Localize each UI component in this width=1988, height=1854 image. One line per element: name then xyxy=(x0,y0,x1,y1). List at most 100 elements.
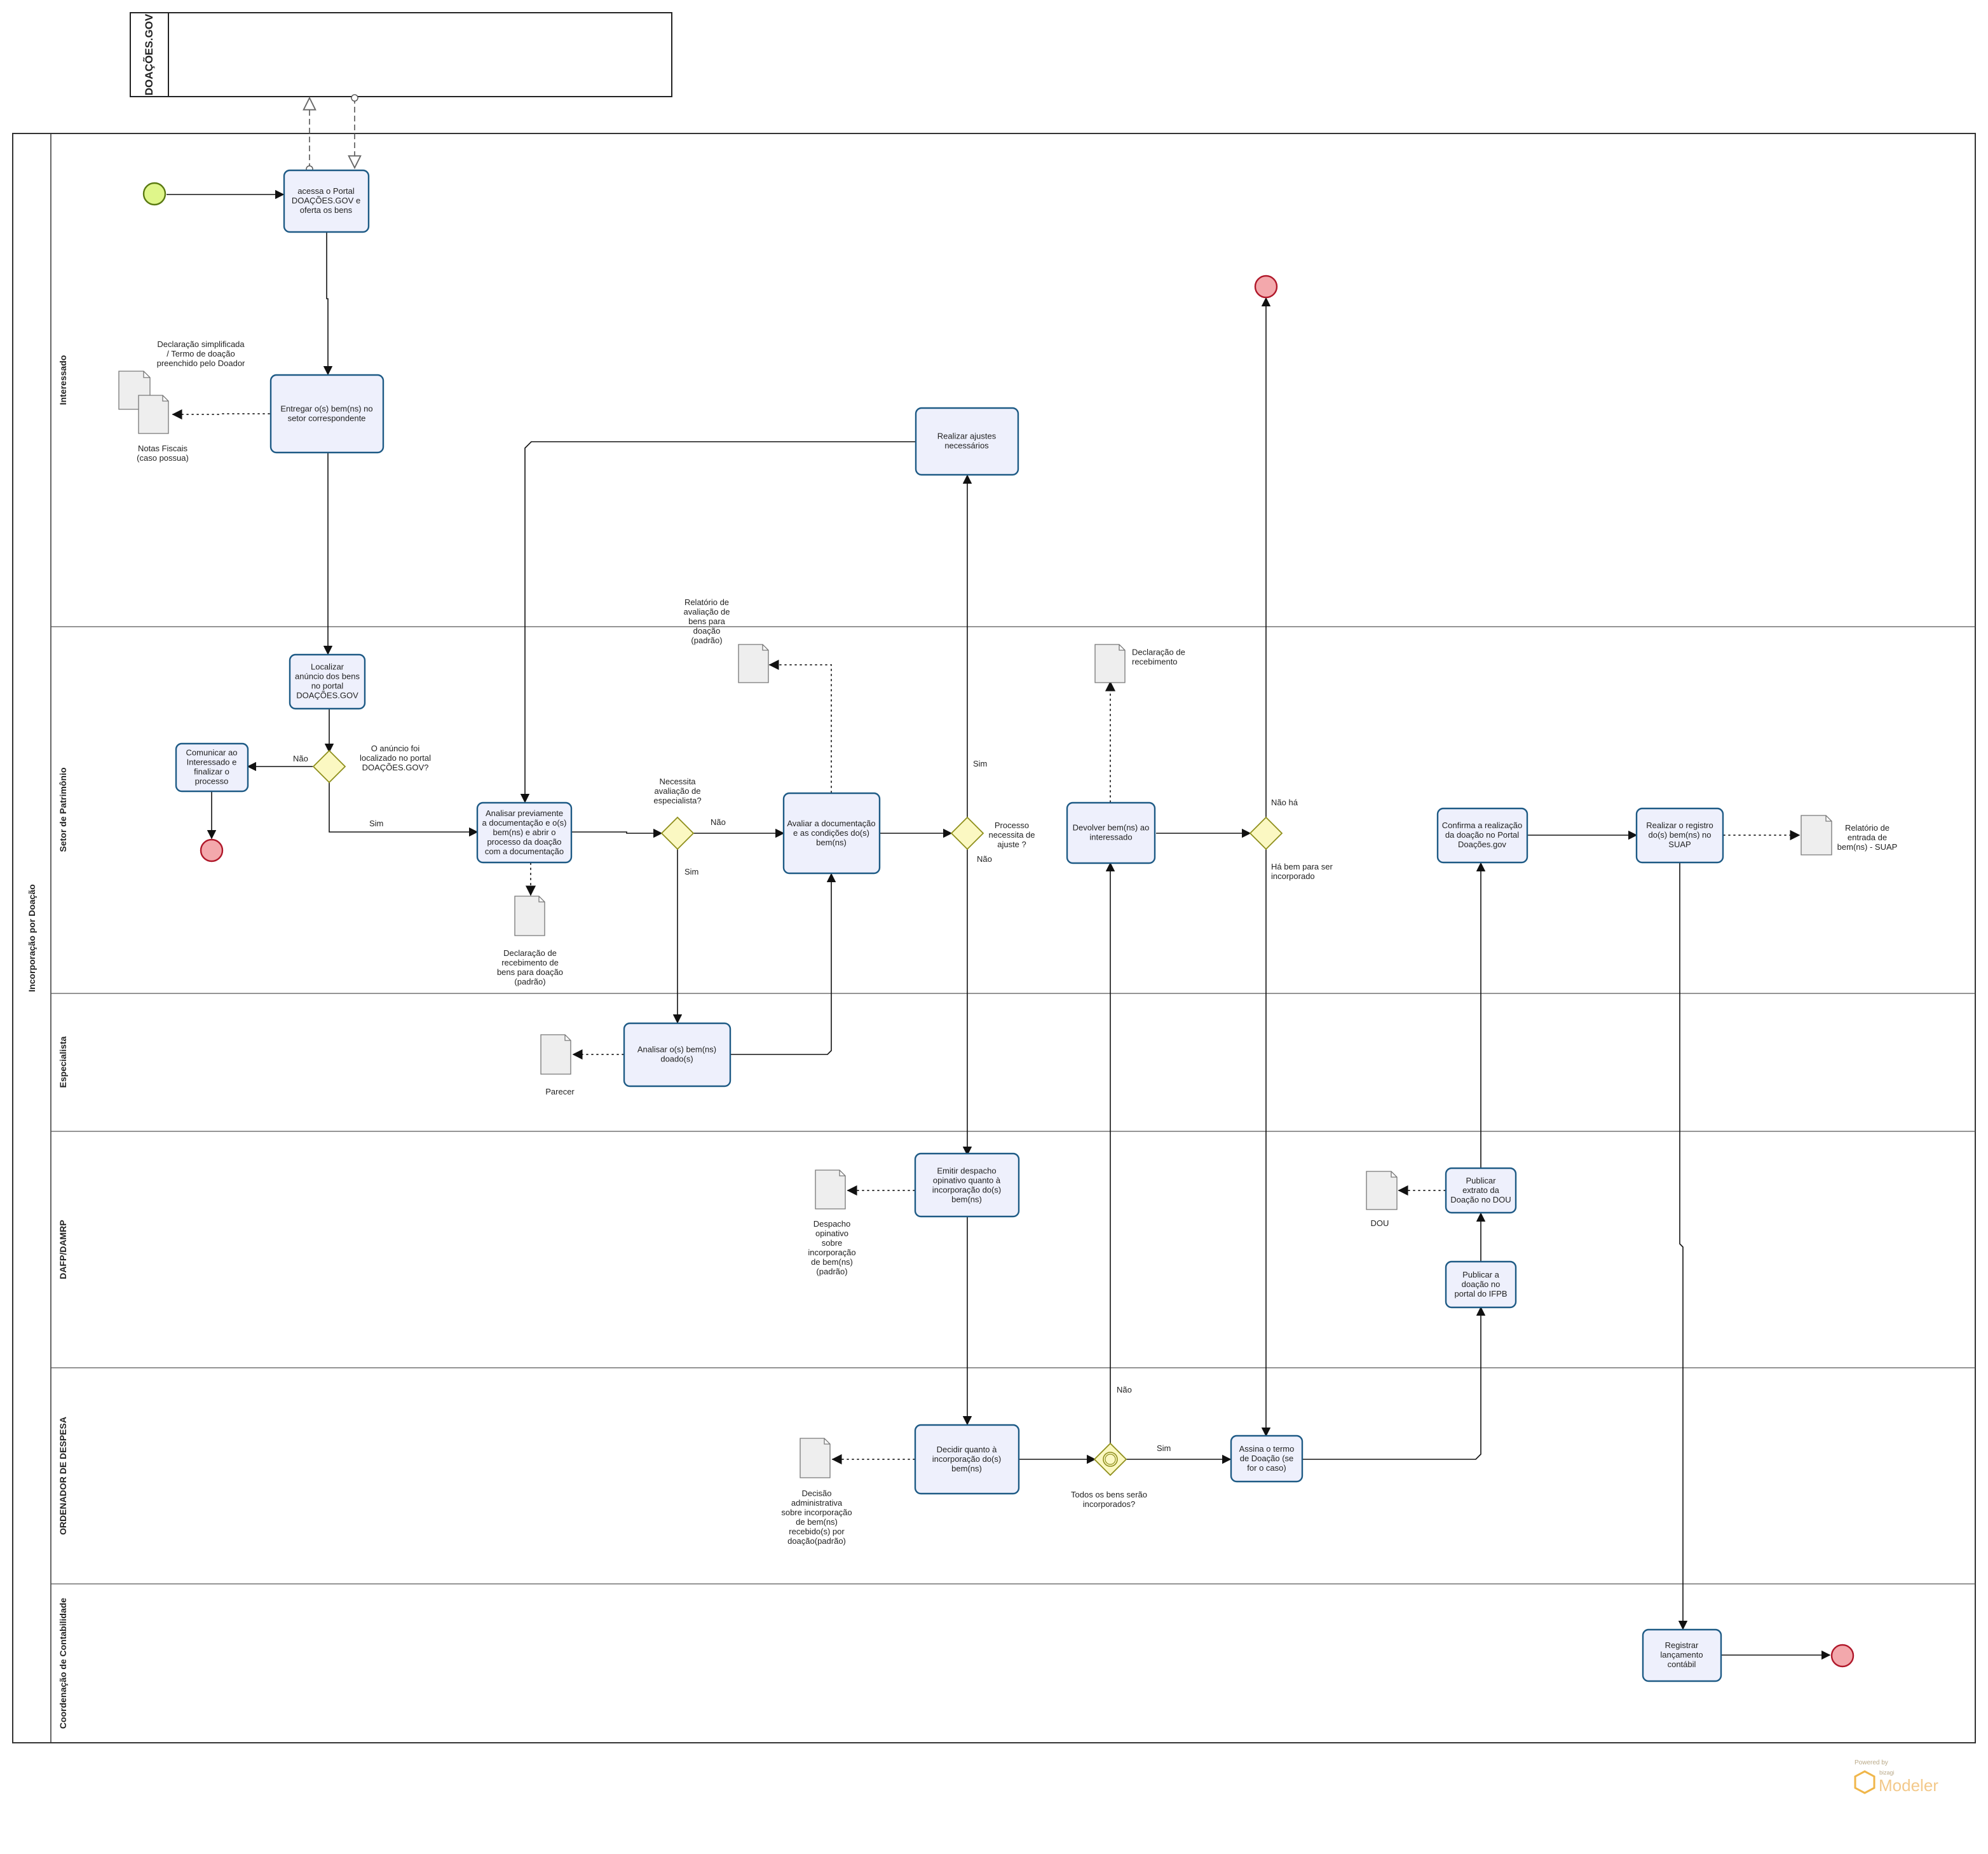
document-label-declaracao-line: preenchido pelo Doador xyxy=(157,358,245,368)
task-localizar[interactable] xyxy=(289,653,366,710)
task-label-emitir-line: Emitir despacho xyxy=(937,1166,996,1176)
start-event[interactable] xyxy=(142,182,167,206)
documents xyxy=(118,371,1832,1478)
task-label-publicar-dou-line: Doação no DOU xyxy=(1450,1195,1511,1204)
end-event-contabil[interactable] xyxy=(1830,1644,1855,1668)
document-label-decl-receb-padrao-line: (padrão) xyxy=(514,977,545,986)
document-label-relatorio-suap-line: entrada de xyxy=(1848,833,1887,842)
task-label-analisar-bens-line: Analisar o(s) bem(ns) xyxy=(637,1045,716,1054)
task-label-analisar-prev-line: Analisar previamente xyxy=(486,808,563,818)
end-event-comunicar[interactable] xyxy=(200,838,224,862)
flow-analisar-bens-to-avaliar xyxy=(731,873,836,1055)
gateway-label-gw-anuncio-line: localizado no portal xyxy=(360,753,431,763)
lane-label-ordenador: ORDENADOR DE DESPESA xyxy=(58,1417,68,1535)
pool-doacoes-gov: DOAÇÕES.GOV xyxy=(130,12,672,97)
task-emitir[interactable] xyxy=(914,1152,1020,1218)
gateway-bem[interactable] xyxy=(1249,816,1283,850)
task-label-publicar-ifpb-line: doação no xyxy=(1462,1279,1501,1289)
document-label-relatorio-suap-line: Relatório de xyxy=(1845,823,1889,833)
gateway-label-gw-todos-line: incorporados? xyxy=(1083,1499,1135,1509)
document-parecer-icon xyxy=(540,1034,571,1075)
document-relatorio-aval-icon xyxy=(738,644,769,683)
document-label-despacho-line: de bem(ns) xyxy=(811,1257,853,1267)
task-decidir[interactable] xyxy=(914,1424,1020,1495)
task-label-comunicar-line: Comunicar ao xyxy=(186,748,238,758)
label-sim-ajuste: Sim xyxy=(973,759,987,768)
task-label-assina-line: for o caso) xyxy=(1247,1463,1286,1473)
gateway-label-gw-anuncio-line: DOAÇÕES.GOV? xyxy=(362,763,429,772)
task-ajustes[interactable] xyxy=(915,407,1019,476)
document-label-decisao-line: de bem(ns) xyxy=(796,1517,838,1527)
document-label-decisao-line: doação(padrão) xyxy=(787,1536,846,1546)
end-event-nao-ha[interactable] xyxy=(1254,275,1278,299)
task-label-publicar-dou-line: Publicar xyxy=(1466,1176,1497,1185)
task-registrar[interactable] xyxy=(1642,1628,1722,1682)
task-label-emitir-line: bem(ns) xyxy=(951,1195,982,1204)
document-label-decl-receb-padrao-line: bens para doação xyxy=(497,967,563,977)
gateway-label-gw-especialista-line: especialista? xyxy=(653,796,701,805)
task-devolver[interactable] xyxy=(1066,801,1156,864)
task-label-devolver-line: Devolver bem(ns) ao xyxy=(1073,823,1150,833)
pool-incorporacao-label: Incorporação por Doação xyxy=(27,884,37,992)
task-acessa[interactable] xyxy=(283,169,370,233)
task-entregar[interactable] xyxy=(269,374,385,454)
watermark-brand-small: bizagi xyxy=(1879,1769,1895,1776)
task-label-comunicar-line: finalizar o xyxy=(194,767,229,777)
document-label-decl-receb-padrao-line: Declaração de xyxy=(503,948,557,958)
task-label-entregar-line: Entregar o(s) bem(ns) no xyxy=(280,404,372,414)
task-label-publicar-ifpb-line: portal do IFPB xyxy=(1454,1289,1507,1298)
task-label-devolver-line: interessado xyxy=(1089,833,1132,842)
task-label-localizar-line: no portal xyxy=(311,681,344,691)
watermark: Powered by bizagi Modeler xyxy=(1854,1759,1938,1795)
gateway-label-gw-bem-line: Há bem para ser xyxy=(1271,862,1333,871)
task-comunicar[interactable] xyxy=(175,742,249,793)
document-label-despacho-line: (padrão) xyxy=(816,1267,847,1276)
task-label-registro-suap-line: SUAP xyxy=(1668,840,1691,849)
task-label-registrar-line: Registrar xyxy=(1665,1640,1699,1650)
document-label-despacho-line: Despacho xyxy=(814,1219,851,1229)
document-label-decl-receb-padrao-line: recebimento de xyxy=(501,958,559,967)
label-sim-todos: Sim xyxy=(1157,1443,1171,1453)
task-label-acessa-line: oferta os bens xyxy=(300,205,353,215)
document-label-parecer-line: Parecer xyxy=(545,1087,575,1096)
document-label-declaracao-line: / Termo de doação xyxy=(167,349,235,358)
label-nao-ajuste: Não xyxy=(977,854,992,864)
gateway-label-gw-ajuste-line: ajuste ? xyxy=(997,840,1026,849)
flow-acessa-to-entregar xyxy=(323,233,333,376)
task-label-acessa-line: acessa o Portal xyxy=(297,186,355,196)
task-confirma[interactable] xyxy=(1436,807,1528,864)
lane-label-contabilidade: Coordenação de Contabilidade xyxy=(58,1598,68,1729)
document-label-relatorio-aval-line: bens para xyxy=(688,617,726,626)
task-label-emitir-line: incorporação do(s) xyxy=(932,1185,1001,1195)
gateway-ajuste[interactable] xyxy=(950,816,984,850)
task-label-comunicar-line: processo xyxy=(195,777,229,786)
task-label-assina-line: Assina o termo xyxy=(1239,1444,1295,1454)
label-nao-ha: Não há xyxy=(1271,798,1298,807)
bizagi-logo-icon xyxy=(1854,1770,1876,1794)
task-label-localizar-line: Localizar xyxy=(311,662,344,672)
task-publicar-dou[interactable] xyxy=(1445,1167,1517,1214)
task-registro-suap[interactable] xyxy=(1635,807,1724,864)
task-label-registro-suap-line: do(s) bem(ns) no xyxy=(1649,830,1712,840)
lane-label-especialista: Especialista xyxy=(58,1036,68,1087)
task-label-avaliar-line: bem(ns) xyxy=(816,838,847,847)
gateway-todos[interactable] xyxy=(1093,1442,1127,1476)
gateway-especialista[interactable] xyxy=(660,816,695,850)
document-label-relatorio-aval-line: Relatório de xyxy=(684,597,729,607)
document-decl-receb-padrao-icon xyxy=(514,896,545,936)
task-analisar-bens[interactable] xyxy=(623,1022,732,1087)
task-label-avaliar-line: e as condições do(s) xyxy=(793,828,869,838)
document-label-despacho-line: opinativo xyxy=(815,1229,848,1238)
document-notas-icon xyxy=(138,395,169,434)
task-assina[interactable] xyxy=(1230,1435,1304,1483)
task-label-confirma-line: da doação no Portal xyxy=(1445,830,1519,840)
gateway-anuncio[interactable] xyxy=(312,749,346,784)
task-publicar-ifpb[interactable] xyxy=(1445,1260,1517,1309)
task-analisar-prev[interactable] xyxy=(476,801,573,864)
events xyxy=(142,182,1855,1668)
task-label-publicar-ifpb-line: Publicar a xyxy=(1462,1270,1500,1279)
document-despacho-icon xyxy=(815,1169,846,1210)
watermark-brand: Modeler xyxy=(1879,1776,1938,1795)
task-avaliar[interactable] xyxy=(782,792,881,875)
gateway-label-gw-especialista-line: avaliação de xyxy=(655,786,701,796)
